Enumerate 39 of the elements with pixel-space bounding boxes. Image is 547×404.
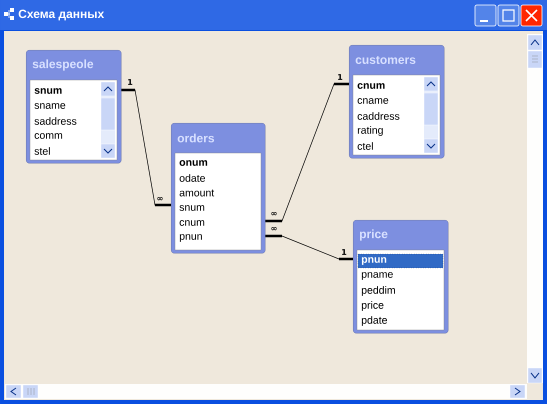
field-name: peddim bbox=[362, 286, 395, 296]
table-title: customers bbox=[356, 56, 416, 64]
window-title: Схема данных bbox=[18, 10, 104, 20]
field-name: saddress bbox=[34, 117, 76, 125]
field-name: cname bbox=[358, 98, 388, 104]
field-name: pnun bbox=[180, 234, 202, 242]
selected-field: pnun bbox=[358, 254, 444, 268]
field-name: amount bbox=[180, 190, 214, 196]
table-title: orders bbox=[178, 134, 214, 142]
field-name: snum bbox=[180, 205, 204, 211]
table-title: salespeole bbox=[32, 59, 94, 71]
field-name: comm bbox=[34, 133, 62, 139]
table-window bbox=[353, 220, 448, 334]
field-name: ctel bbox=[358, 142, 373, 150]
table-title: price bbox=[360, 229, 388, 241]
field-name: pname bbox=[362, 272, 393, 280]
field-name: onum bbox=[180, 160, 208, 166]
table-window bbox=[349, 45, 444, 158]
relationship-line bbox=[265, 234, 354, 260]
cardinality-label: 1 bbox=[128, 79, 132, 85]
field-name: snum bbox=[34, 88, 62, 94]
field-name: pdate bbox=[362, 316, 387, 326]
cardinality-label: ∞ bbox=[157, 196, 163, 200]
cardinality-label: 1 bbox=[342, 249, 346, 255]
field-name: cnum bbox=[358, 83, 385, 89]
cardinality-label: ∞ bbox=[271, 226, 277, 230]
cardinality-label: ∞ bbox=[271, 212, 277, 216]
field-name: price bbox=[362, 301, 384, 311]
field-name: cnum bbox=[180, 220, 204, 226]
cardinality-label: 1 bbox=[338, 74, 342, 80]
field-name: sname bbox=[34, 103, 66, 109]
field-name: stel bbox=[34, 147, 50, 155]
table-window bbox=[171, 123, 266, 254]
relationship-line bbox=[121, 88, 172, 206]
field-name: caddress bbox=[358, 112, 400, 120]
field-name: rating bbox=[358, 126, 383, 136]
relationship-line bbox=[265, 82, 350, 222]
table-window bbox=[26, 50, 122, 164]
field-name: odate bbox=[180, 174, 205, 182]
